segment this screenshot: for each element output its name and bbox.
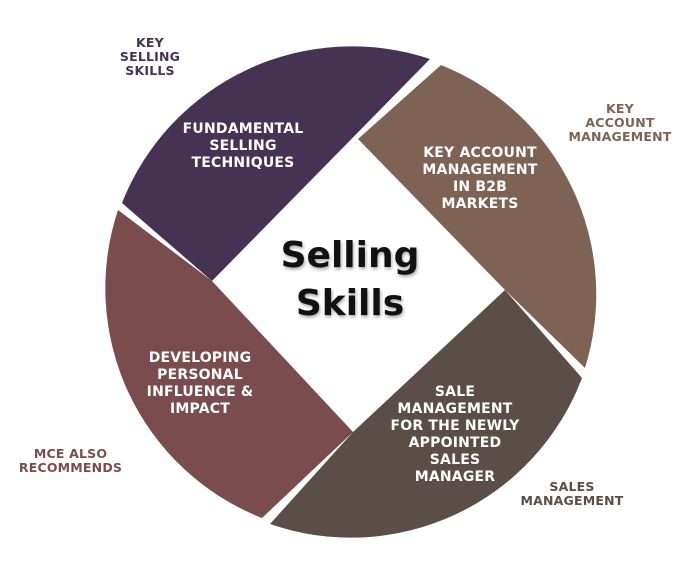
outer-label-key-account-management: KEY ACCOUNT MANAGEMENT <box>568 101 672 144</box>
label-sale-management: SALE MANAGEMENT FOR THE NEWLY APPOINTED … <box>390 384 520 485</box>
label-developing-influence: DEVELOPING PERSONAL INFLUENCE & IMPACT <box>146 350 254 417</box>
label-key-account-b2b: KEY ACCOUNT MANAGEMENT IN B2B MARKETS <box>422 145 538 212</box>
center-title: Selling Skills <box>280 235 420 324</box>
segment-sale-management <box>270 290 582 538</box>
segment-developing-influence <box>105 210 353 518</box>
segment-fundamental-selling <box>122 46 430 281</box>
label-fundamental-selling: FUNDAMENTAL SELLING TECHNIQUES <box>182 121 304 171</box>
outer-label-key-selling-skills: KEY SELLING SKILLS <box>119 35 181 78</box>
segment-key-account-management <box>358 65 597 368</box>
outer-label-mce-also-recommends: MCE ALSO RECOMMENDS <box>18 446 123 475</box>
outer-label-sales-management: SALES MANAGEMENT <box>520 479 624 508</box>
